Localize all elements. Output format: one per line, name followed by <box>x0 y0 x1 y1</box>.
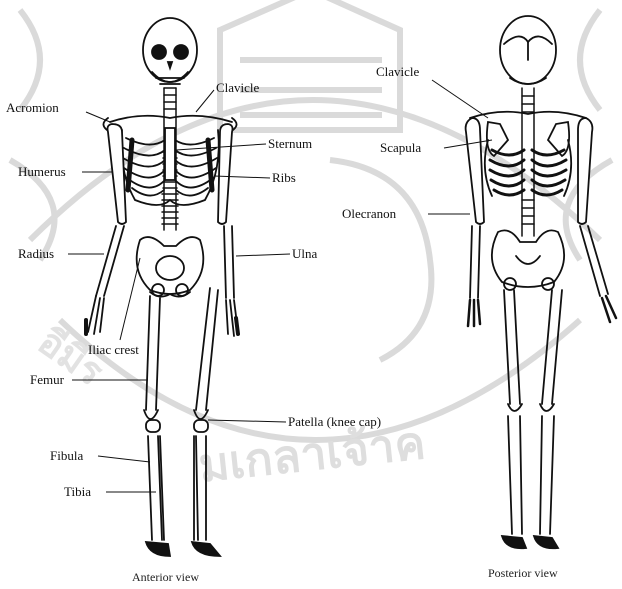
label-tibia: Tibia <box>64 484 91 499</box>
label-sternum: Sternum <box>268 136 312 151</box>
label-fibula: Fibula <box>50 448 83 463</box>
label-olecranon: Olecranon <box>342 206 396 221</box>
label-ulna: Ulna <box>292 246 317 261</box>
caption-anterior-view: Anterior view <box>132 570 199 584</box>
posterior-legs <box>502 290 562 548</box>
label-iliac-crest: Iliac crest <box>88 342 139 357</box>
label-scapula: Scapula <box>380 140 421 155</box>
posterior-skull <box>500 16 556 84</box>
posterior-pelvis <box>492 230 564 290</box>
caption-posterior-view: Posterior view <box>488 566 558 580</box>
label-ribs: Ribs <box>272 170 296 185</box>
label-patella: Patella (knee cap) <box>288 414 381 429</box>
label-radius: Radius <box>18 246 54 261</box>
label-posterior-clavicle: Clavicle <box>376 64 419 79</box>
label-acromion: Acromion <box>6 100 59 115</box>
posterior-shoulders <box>470 112 586 156</box>
label-femur: Femur <box>30 372 64 387</box>
label-clavicle: Clavicle <box>216 80 259 95</box>
label-humerus: Humerus <box>18 164 66 179</box>
